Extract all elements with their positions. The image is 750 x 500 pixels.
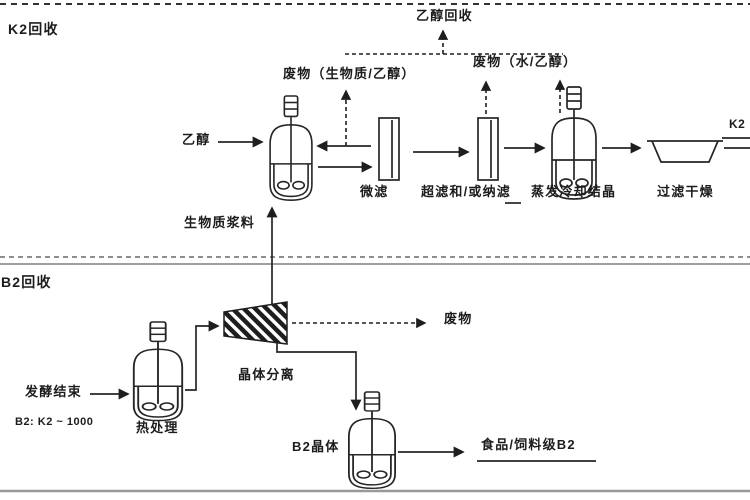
heat-treatment-label: 热处理 (136, 420, 179, 435)
hatched-separator-icon (223, 301, 288, 345)
biomass-slurry-label: 生物质浆料 (184, 215, 256, 230)
waste-water-ethanol-label: 废物（水/乙醇） (473, 54, 578, 69)
microfilter-icon (378, 117, 400, 181)
k2-product-label: K2 (729, 117, 746, 131)
waste-label: 废物 (444, 311, 473, 326)
mixing-tank-icon (269, 95, 313, 201)
food-feed-grade-b2-label: 食品/饲料级B2 (481, 437, 576, 452)
ultra-nanofilter-icon (477, 117, 499, 181)
ultra-nanofiltration-label: 超滤和/或纳滤 (421, 184, 512, 199)
waste-recovery-dashed-lines (292, 29, 566, 329)
b2-crystals-label: B2晶体 (292, 439, 340, 454)
crystallizer-tank-icon (551, 86, 597, 200)
b2-k2-ratio-label: B2: K2 ~ 1000 (15, 416, 94, 428)
ethanol-recovery-label: 乙醇回收 (416, 8, 473, 23)
ethanol-in-label: 乙醇 (182, 132, 211, 147)
waste-biomass-ethanol-label: 废物（生物质/乙醇） (283, 66, 416, 81)
filter-drying-label: 过滤干燥 (657, 184, 714, 199)
process-flow-arrows (90, 136, 750, 462)
microfiltration-label: 微滤 (360, 184, 389, 199)
k2-section-title: K2回收 (8, 21, 59, 37)
evaporative-crystallization-label: 蒸发冷却结晶 (531, 184, 617, 199)
heat-treatment-tank-icon (132, 321, 184, 422)
b2-section-title: B2回收 (1, 274, 52, 290)
drying-pan-icon (647, 140, 723, 163)
fermentation-end-label: 发酵结束 (25, 384, 82, 399)
crystal-separation-label: 晶体分离 (238, 367, 295, 382)
